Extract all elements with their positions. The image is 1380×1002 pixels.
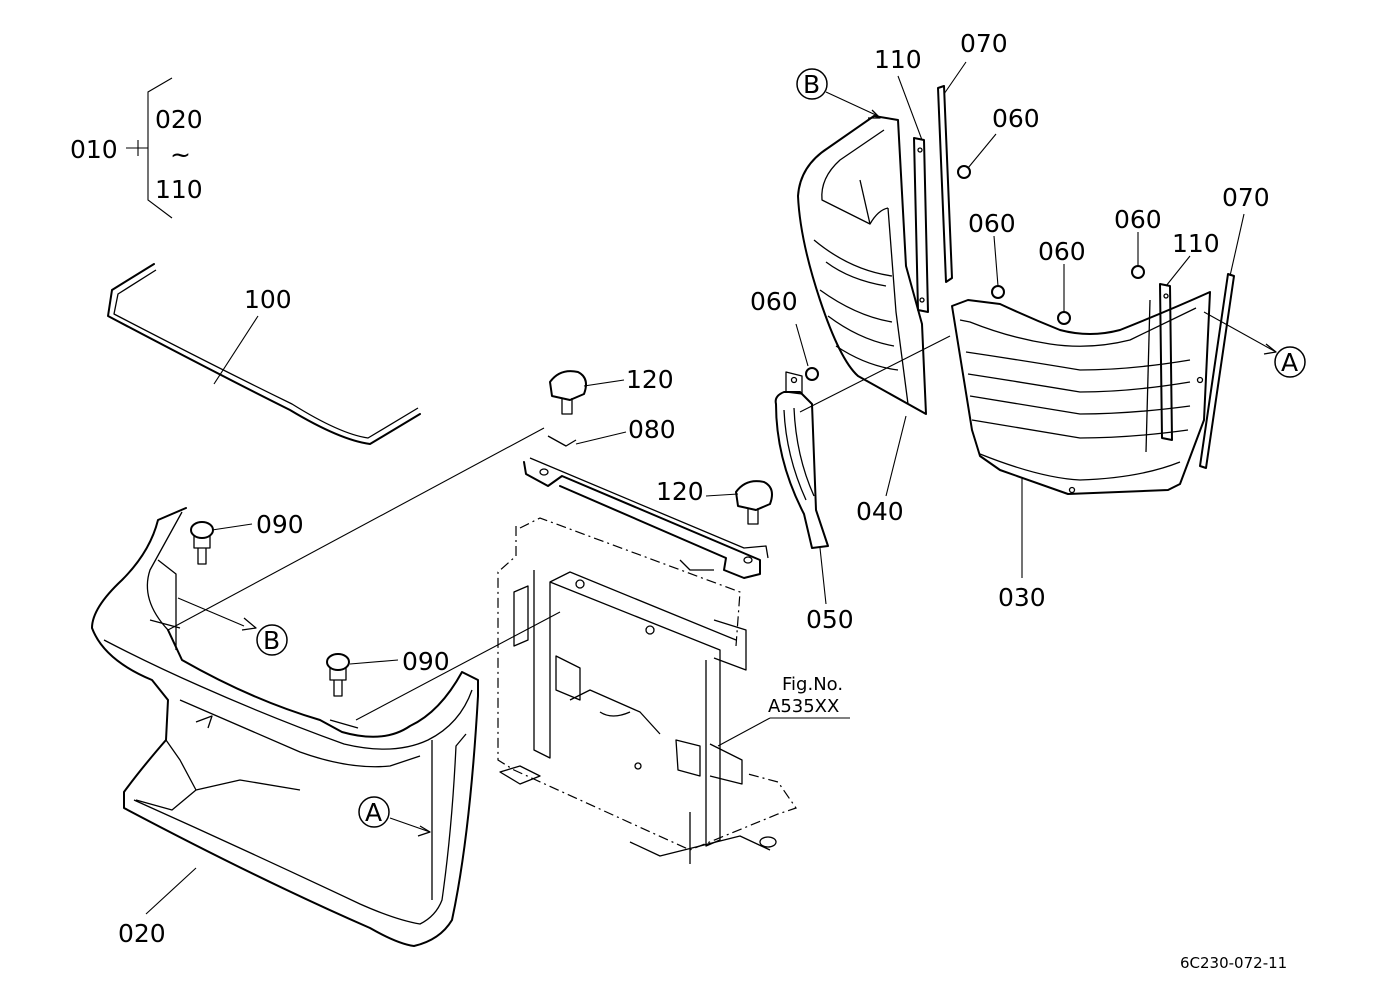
callout-090-upper: 090 xyxy=(256,510,304,539)
callout-060-e: 060 xyxy=(1114,205,1162,234)
callout-060-b: 060 xyxy=(992,104,1040,133)
callout-020: 020 xyxy=(118,919,166,948)
callout-120-lower: 120 xyxy=(656,477,704,506)
part-080-support-bracket xyxy=(523,435,769,579)
part-090-rivet-lower xyxy=(326,653,350,697)
callout-050: 050 xyxy=(806,605,854,634)
marker-a-right xyxy=(1274,346,1306,378)
callout-110-right: 110 xyxy=(1172,229,1220,258)
marker-a-right-label: A xyxy=(1281,348,1298,377)
part-030-front-panel xyxy=(951,291,1211,495)
assembly-range-end: 110 xyxy=(155,175,203,204)
marker-a-lower xyxy=(358,796,390,828)
figure-ref-label: Fig.No. xyxy=(782,674,843,695)
figure-ref-number: A535XX xyxy=(768,696,839,717)
callout-110-left: 110 xyxy=(874,45,922,74)
part-120-knob-lower xyxy=(735,480,773,525)
callout-070-left: 070 xyxy=(960,29,1008,58)
part-100-seal-strip xyxy=(107,263,421,445)
part-040-side-panel xyxy=(797,115,927,415)
callout-030: 030 xyxy=(998,583,1046,612)
assembly-range-mark: ~ xyxy=(170,140,191,169)
marker-a-lower-label: A xyxy=(365,798,382,827)
drawing-number: 6C230-072-11 xyxy=(1180,954,1287,972)
callout-080: 080 xyxy=(628,415,676,444)
callout-060-a: 060 xyxy=(750,287,798,316)
part-070-strip-left xyxy=(937,85,953,283)
callout-120-upper: 120 xyxy=(626,365,674,394)
part-020-front-grille xyxy=(91,507,479,947)
callout-060-c: 060 xyxy=(968,209,1016,238)
marker-b-top xyxy=(796,68,828,100)
alignment-lines xyxy=(167,335,951,721)
part-110-strip-right xyxy=(1159,283,1173,441)
callout-060-d: 060 xyxy=(1038,237,1086,266)
part-070-strip-right xyxy=(1199,273,1235,469)
assembly-range-start: 020 xyxy=(155,105,203,134)
part-060-clip-d xyxy=(1057,311,1071,325)
assembly-bracket xyxy=(126,77,173,219)
callout-040: 040 xyxy=(856,497,904,526)
callout-100: 100 xyxy=(244,285,292,314)
part-060-clip-e xyxy=(1131,265,1145,279)
part-060-clip-b xyxy=(957,165,971,179)
marker-b-lower xyxy=(256,624,288,656)
callout-070-right: 070 xyxy=(1222,183,1270,212)
marker-b-top-label: B xyxy=(803,70,820,99)
part-060-clip-a xyxy=(805,367,819,381)
frame-reference-assembly xyxy=(497,517,797,864)
marker-b-lower-label: B xyxy=(263,626,280,655)
callout-090-lower: 090 xyxy=(402,647,450,676)
part-050-side-strip xyxy=(774,371,829,549)
assembly-parent-label: 010 xyxy=(70,135,118,164)
part-090-rivet-upper xyxy=(190,521,214,565)
part-110-strip-left xyxy=(913,137,929,313)
part-120-knob-upper xyxy=(549,370,587,415)
part-060-clip-c xyxy=(991,285,1005,299)
